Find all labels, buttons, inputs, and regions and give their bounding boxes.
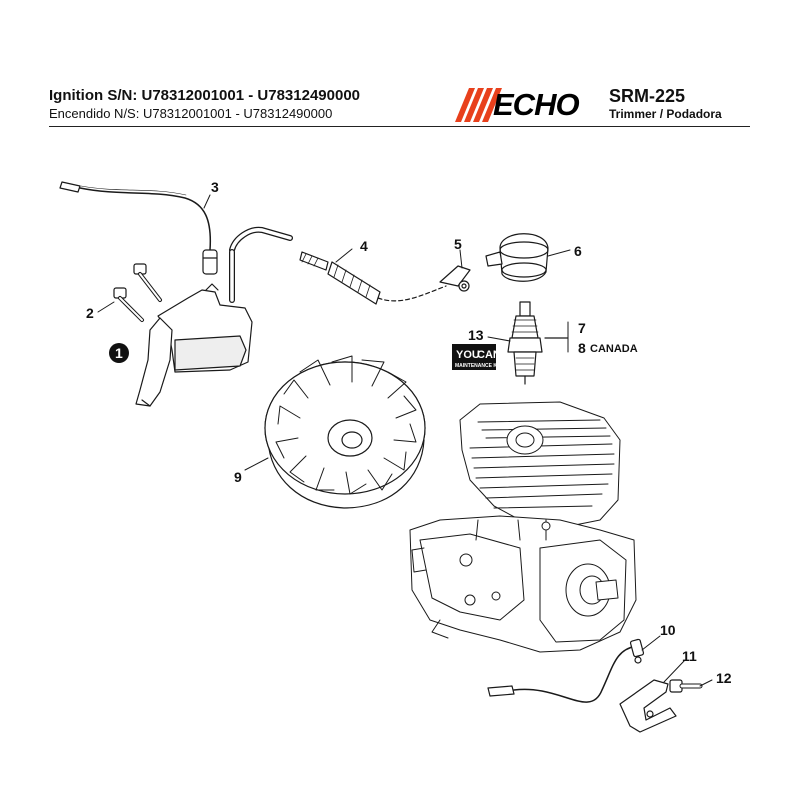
- spark-plug-wire-part: [59, 181, 218, 275]
- callout-10: 10: [660, 622, 676, 638]
- kit-badge-line3: MAINTENANCE KIT: [455, 363, 501, 369]
- kit-badge-line2: CAN: [477, 349, 501, 361]
- ground-bracket-part: [619, 679, 677, 733]
- coil-spring-part: [299, 251, 447, 305]
- retainer-clip-part: [439, 265, 471, 292]
- engine-block-part: [409, 401, 637, 653]
- leader-lines: [97, 194, 713, 687]
- callout-8-note: CANADA: [590, 343, 638, 355]
- callout-7: 7: [578, 320, 586, 336]
- callout-1: 1: [115, 345, 123, 361]
- header-divider: [49, 126, 750, 127]
- spark-plug-cap-part: [485, 233, 549, 282]
- callout-5: 5: [454, 236, 462, 252]
- callout-4: 4: [360, 238, 368, 254]
- callout-6: 6: [574, 243, 582, 259]
- bracket-screw-part: [669, 679, 703, 693]
- callout-12: 12: [716, 670, 732, 686]
- model-number: SRM-225: [609, 86, 686, 106]
- ignition-coil-part: [135, 226, 293, 407]
- ground-wire-part: [487, 638, 645, 703]
- echo-logo-stripes-icon: [455, 88, 502, 122]
- flywheel-part: [264, 355, 426, 509]
- ignition-serial-subtitle: Encendido N/S: U78312001001 - U783124900…: [49, 106, 333, 121]
- callout-2: 2: [86, 305, 94, 321]
- page-header: Ignition S/N: U78312001001 - U7831249000…: [0, 0, 800, 130]
- callout-8: 8: [578, 340, 586, 356]
- callout-11: 11: [682, 648, 697, 664]
- callout-3: 3: [211, 179, 219, 195]
- callout-13: 13: [468, 327, 484, 343]
- model-description: Trimmer / Podadora: [609, 107, 722, 121]
- spark-plug-part: [507, 301, 569, 385]
- callout-9: 9: [234, 469, 242, 485]
- screw-part: [113, 263, 162, 322]
- callout-1-badge-icon: [109, 343, 129, 363]
- maintenance-kit-badge: YOU CAN MAINTENANCE KIT: [452, 344, 501, 370]
- ignition-serial-title: Ignition S/N: U78312001001 - U7831249000…: [49, 87, 361, 104]
- echo-brand-logo: ECHO: [493, 87, 580, 122]
- kit-badge-line1: YOU: [456, 349, 480, 361]
